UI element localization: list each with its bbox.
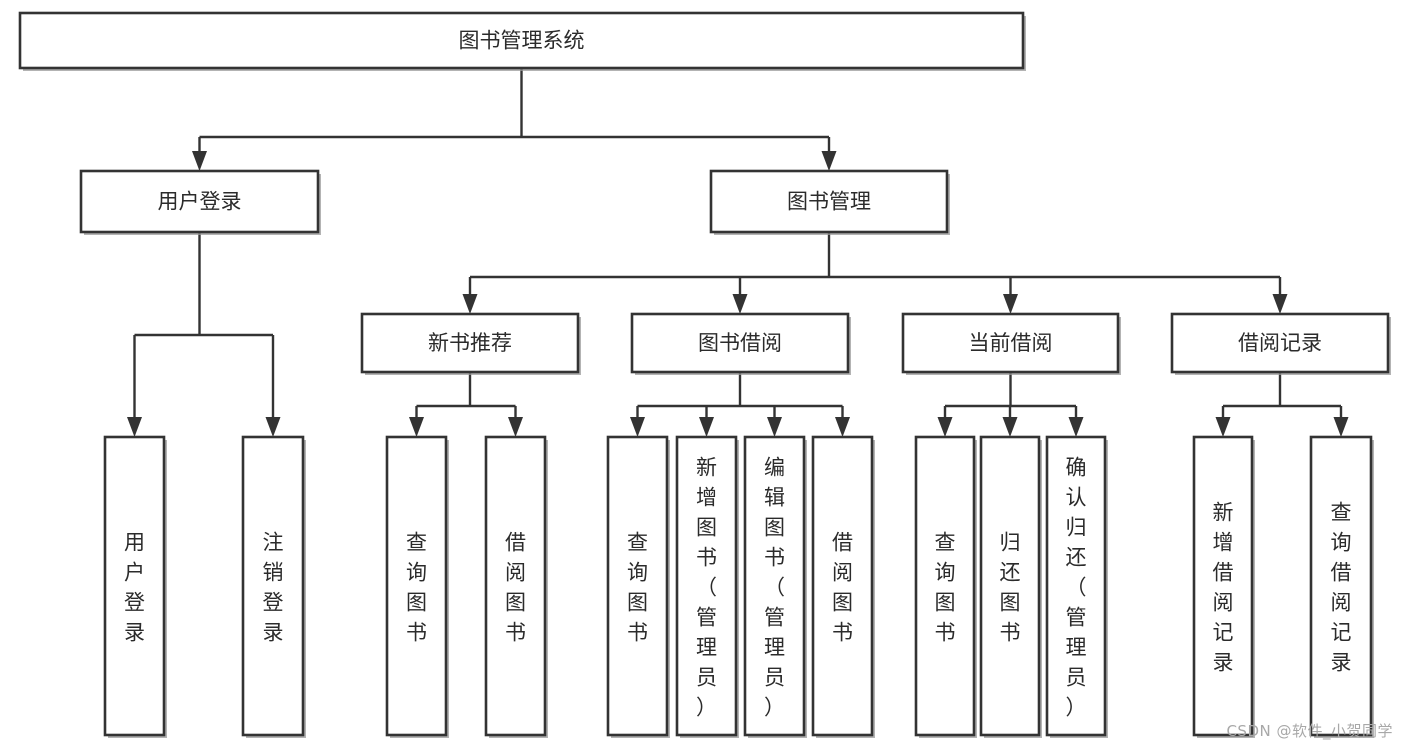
node-l2-book-borrow[interactable]: 图书借阅: [630, 312, 851, 375]
node-label: 查询借阅记录: [1331, 500, 1352, 674]
edge-arrowhead: [937, 417, 953, 437]
node-leaf-leaf-add-borrow-record[interactable]: 新增借阅记录: [1192, 435, 1255, 738]
node-l1-user-login[interactable]: 用户登录: [79, 169, 321, 235]
edge-arrowhead: [821, 151, 837, 171]
edge-arrowhead: [1215, 417, 1231, 437]
node-label: 注销登录: [263, 530, 284, 644]
node-label: 借阅图书: [505, 530, 526, 644]
edge-arrowhead: [409, 417, 424, 437]
node-rect[interactable]: [360, 312, 580, 374]
edge-arrowhead: [508, 417, 523, 437]
node-leaf-leaf-logout-login[interactable]: 注销登录: [241, 435, 306, 738]
node-rect[interactable]: [979, 435, 1041, 737]
node-label: 借阅记录: [1238, 331, 1322, 355]
node-label: 编辑图书（管理员）: [764, 455, 785, 719]
node-leaf-leaf-borrow-book[interactable]: 借阅图书: [811, 435, 875, 738]
node-label: 用户登录: [124, 530, 145, 644]
node-label: 确认归还（管理员）: [1066, 455, 1087, 719]
node-rect[interactable]: [901, 312, 1120, 374]
node-leaf-leaf-add-book[interactable]: 新增图书（管理员）: [675, 435, 739, 738]
node-leaf-leaf-query-book-borrow[interactable]: 查询图书: [606, 435, 670, 738]
node-leaf-leaf-query-borrow-record[interactable]: 查询借阅记录: [1309, 435, 1374, 738]
node-rect[interactable]: [1309, 435, 1373, 737]
node-root-root[interactable]: 图书管理系统: [18, 11, 1026, 71]
node-rect[interactable]: [606, 435, 669, 737]
edge-arrowhead: [1002, 417, 1018, 437]
node-rect[interactable]: [1170, 312, 1390, 374]
node-l2-current-borrow[interactable]: 当前借阅: [901, 312, 1121, 375]
edge-arrowhead: [192, 151, 207, 171]
edge-arrowhead: [1003, 294, 1018, 314]
node-leaf-leaf-return-book[interactable]: 归还图书: [979, 435, 1042, 738]
node-rect[interactable]: [1045, 435, 1107, 737]
edge-arrowhead: [1068, 417, 1084, 437]
node-leaf-leaf-edit-book[interactable]: 编辑图书（管理员）: [743, 435, 807, 738]
edge-arrowhead: [462, 294, 478, 314]
node-rect[interactable]: [79, 169, 320, 234]
node-label: 新增借阅记录: [1213, 500, 1234, 674]
node-label: 图书管理系统: [459, 29, 585, 53]
watermark-label: CSDN @软件_小贺同学: [1226, 722, 1393, 740]
node-rect[interactable]: [18, 11, 1025, 70]
node-label: 新增图书（管理员）: [696, 455, 717, 719]
edges-layer: [127, 68, 1349, 437]
node-rect[interactable]: [811, 435, 874, 737]
node-leaf-leaf-user-login[interactable]: 用户登录: [103, 435, 167, 738]
nodes-layer: 图书管理系统用户登录图书管理新书推荐图书借阅当前借阅借阅记录用户登录注销登录查询…: [18, 11, 1391, 738]
edge-arrowhead: [699, 417, 714, 437]
edge-arrowhead: [127, 417, 142, 437]
node-label: 图书借阅: [698, 331, 782, 355]
node-l2-new-book-recommend[interactable]: 新书推荐: [360, 312, 581, 375]
node-rect[interactable]: [743, 435, 806, 737]
node-leaf-leaf-borrow-book-recommend[interactable]: 借阅图书: [484, 435, 548, 738]
node-rect[interactable]: [709, 169, 949, 234]
edge-arrowhead: [630, 417, 645, 437]
node-label: 新书推荐: [428, 331, 512, 355]
node-leaf-leaf-confirm-return[interactable]: 确认归还（管理员）: [1045, 435, 1108, 738]
edge-arrowhead: [767, 417, 782, 437]
node-rect[interactable]: [1192, 435, 1254, 737]
node-label: 查询图书: [935, 530, 956, 644]
node-rect[interactable]: [385, 435, 448, 737]
edge-arrowhead: [835, 417, 850, 437]
node-label: 查询图书: [627, 530, 648, 644]
edge-arrowhead: [1272, 294, 1288, 314]
node-label: 用户登录: [158, 190, 242, 214]
node-rect[interactable]: [630, 312, 850, 374]
node-l2-borrow-record[interactable]: 借阅记录: [1170, 312, 1391, 375]
node-rect[interactable]: [675, 435, 738, 737]
node-label: 查询图书: [406, 530, 427, 644]
node-label: 归还图书: [1000, 530, 1021, 644]
edge-arrowhead: [1333, 417, 1349, 437]
edge-arrowhead: [265, 417, 281, 437]
node-leaf-leaf-query-book-recommend[interactable]: 查询图书: [385, 435, 449, 738]
node-label: 当前借阅: [969, 331, 1053, 355]
node-label: 借阅图书: [832, 530, 853, 644]
node-label: 图书管理: [787, 190, 871, 214]
node-rect[interactable]: [914, 435, 976, 737]
node-rect[interactable]: [103, 435, 166, 737]
node-rect[interactable]: [484, 435, 547, 737]
node-leaf-leaf-query-book-current[interactable]: 查询图书: [914, 435, 977, 738]
node-rect[interactable]: [241, 435, 305, 737]
node-l1-book-manage[interactable]: 图书管理: [709, 169, 950, 235]
edge-arrowhead: [732, 294, 748, 314]
